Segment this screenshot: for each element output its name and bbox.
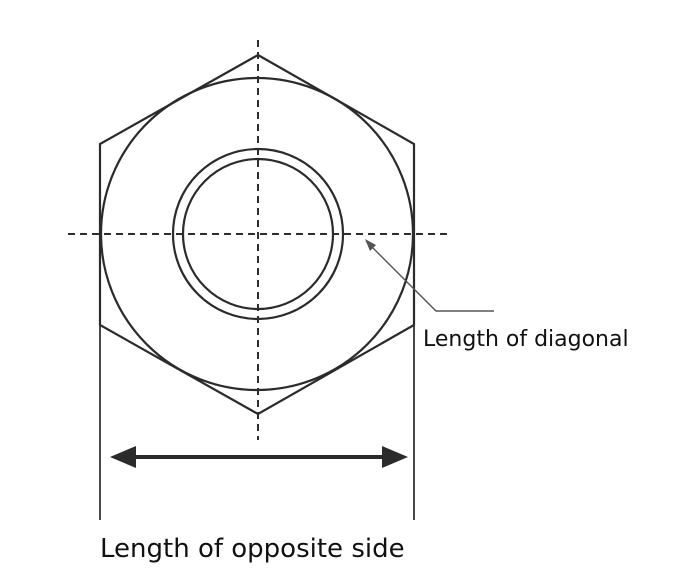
diagonal-leader [365,239,494,312]
diagonal-label: Length of diagonal [423,327,629,352]
opposite-side-label: Length of opposite side [100,534,405,564]
dimension-arrow [110,446,408,468]
